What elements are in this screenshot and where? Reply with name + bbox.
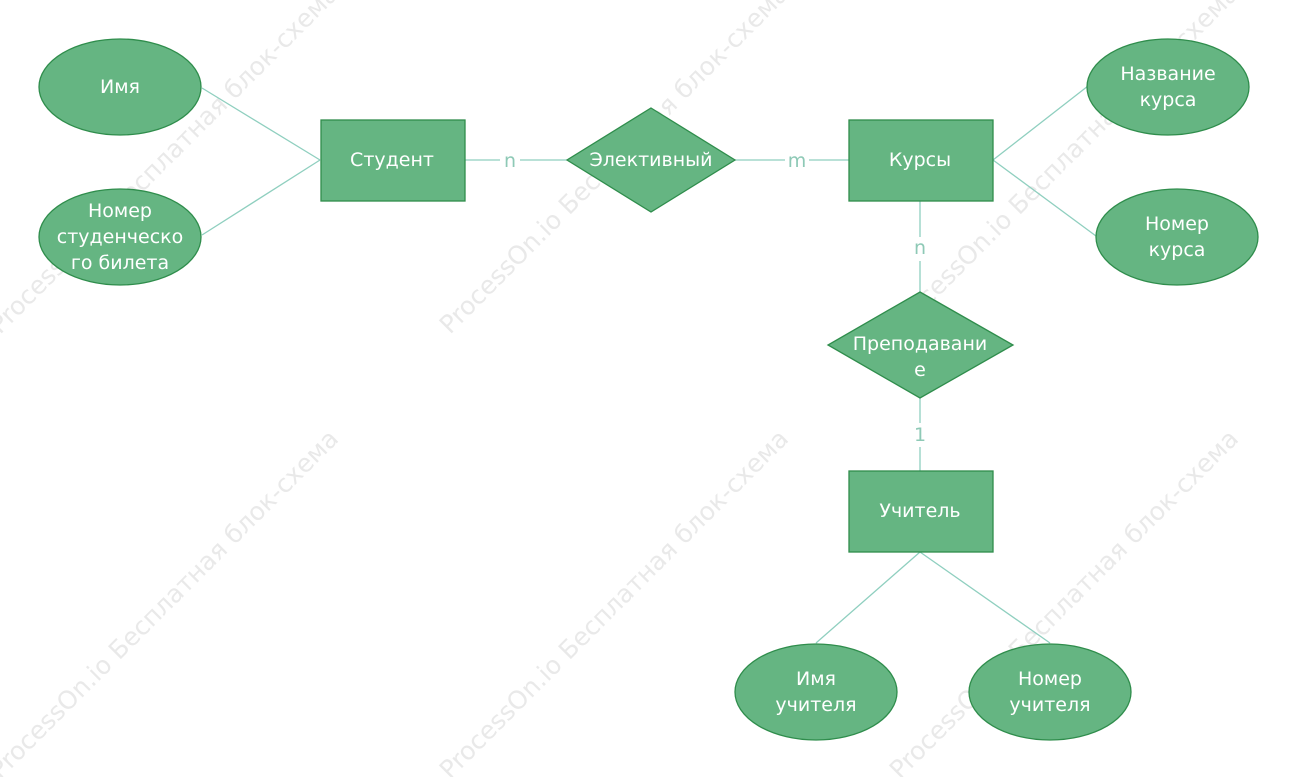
label-line: го билета [71,252,169,274]
watermark-text: ProcessOn.io Бесплатная блок-схема [0,424,344,777]
label-line: Номер [88,200,152,222]
cardinality-labels: n m n 1 [500,149,930,447]
relationship-teaching[interactable]: Преподавани е [826,291,1015,399]
relationship-label: Преподавани е [853,333,987,381]
entity-student[interactable]: Студент [320,119,466,202]
attribute-label: Имя [100,76,140,98]
cardinality-label: n [504,150,516,172]
label-line: Номер [1018,668,1082,690]
attribute-student-id[interactable]: Номер студенческо го билета [38,188,202,286]
label-line: Учитель [879,500,960,522]
attribute-teacher-name[interactable]: Имя учителя [734,643,898,741]
cardinality-courses-teaching: n [910,237,930,261]
entity-label: Учитель [879,500,960,522]
label-line: е [914,359,926,381]
watermark-text: ProcessOn.io Бесплатная блок-схема [434,424,794,777]
attribute-teacher-number[interactable]: Номер учителя [968,643,1132,741]
label-line: Курсы [889,149,951,171]
label-line: учителя [775,694,856,716]
attribute-student-name[interactable]: Имя [38,38,202,136]
entity-teacher[interactable]: Учитель [848,470,994,553]
relationship-elective[interactable]: Элективный [565,107,737,213]
label-line: студенческо [57,226,183,248]
entity-courses[interactable]: Курсы [848,119,994,202]
label-line: Студент [350,149,434,171]
connector-teacher-name [815,551,921,644]
cardinality-label: n [914,237,926,259]
label-line: учителя [1009,694,1090,716]
connector-student-name [201,87,321,161]
label-line: курса [1149,239,1206,261]
cardinality-label: 1 [914,424,926,446]
label-line: Имя [796,668,836,690]
label-line: Преподавани [853,333,987,355]
connector-student-id [201,159,321,236]
attribute-label: Номер учителя [1009,668,1090,716]
label-line: Имя [100,76,140,98]
connector-courses-coursenumber [992,159,1097,237]
attribute-course-number[interactable]: Номер курса [1095,188,1259,286]
attribute-course-name[interactable]: Название курса [1086,38,1250,136]
attribute-label: Имя учителя [775,668,856,716]
cardinality-label: m [788,150,807,172]
entity-label: Студент [350,149,434,171]
relationship-label: Элективный [590,149,713,171]
cardinality-student-elective: n [500,149,520,172]
label-line: Номер [1145,213,1209,235]
label-line: курса [1140,89,1197,111]
attribute-label: Номер студенческо го билета [57,200,183,274]
connector-courses-coursename [992,85,1089,161]
label-line: Название [1120,63,1215,85]
attribute-label: Название курса [1120,63,1215,111]
attribute-label: Номер курса [1145,213,1209,261]
cardinality-teaching-teacher: 1 [910,423,930,447]
connector-teacher-number [919,551,1051,644]
entity-label: Курсы [889,149,951,171]
label-line: Элективный [590,149,713,171]
cardinality-elective-courses: m [785,149,809,172]
